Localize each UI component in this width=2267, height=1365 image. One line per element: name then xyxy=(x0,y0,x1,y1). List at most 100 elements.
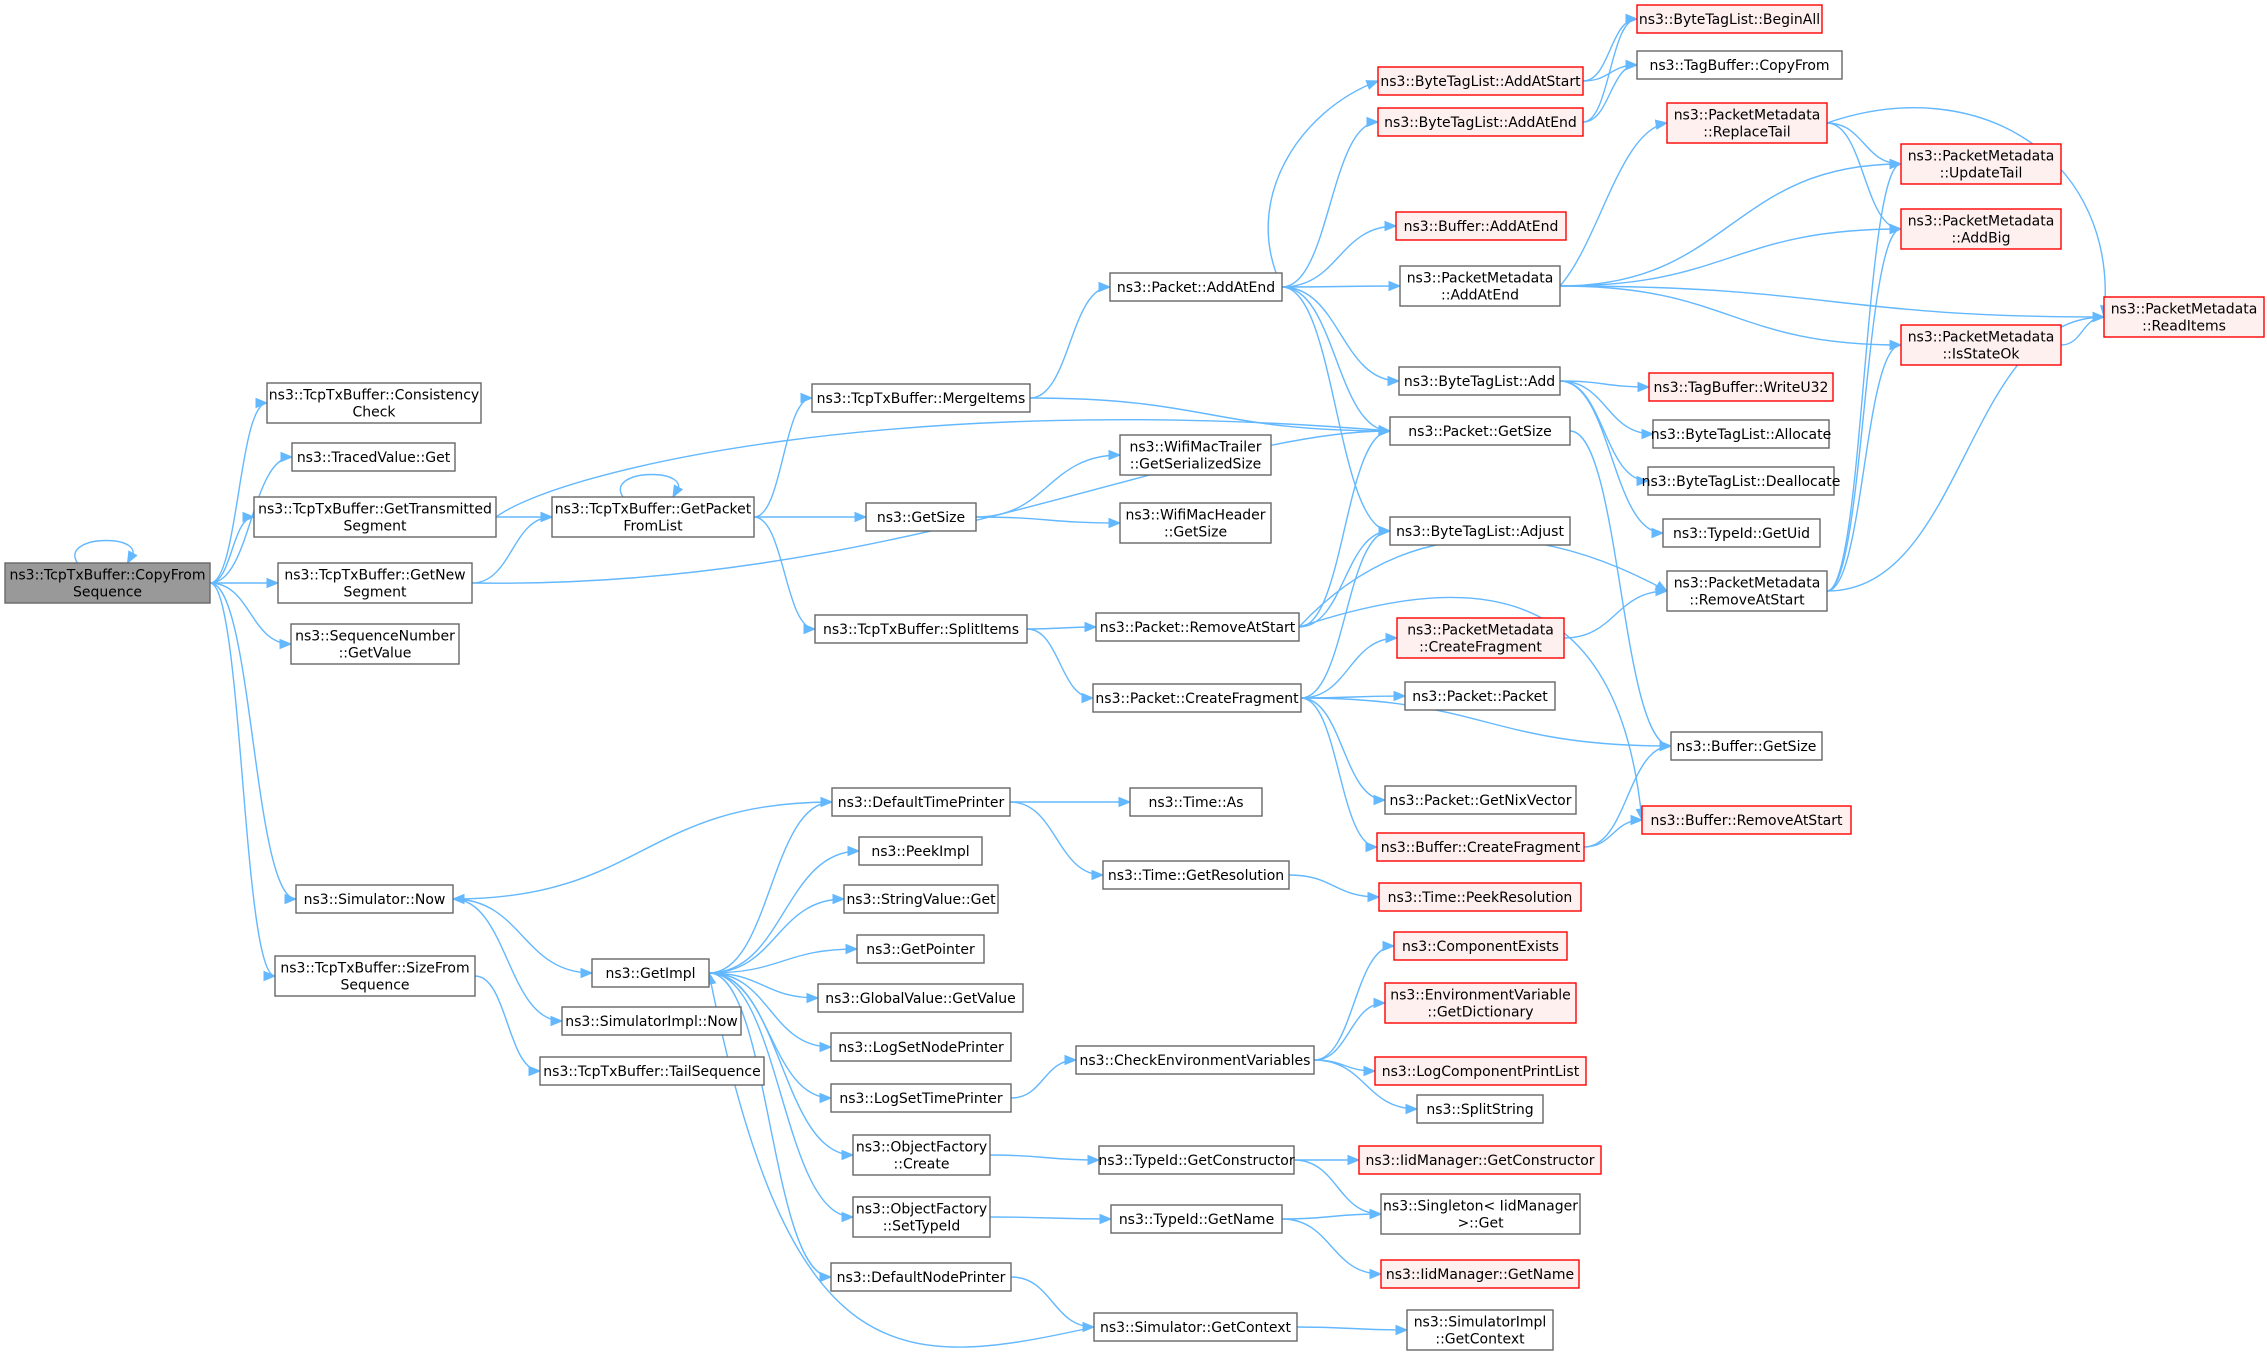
node-seqget[interactable]: ns3::SequenceNumber::GetValue xyxy=(290,623,460,665)
node-pmisstateok[interactable]: ns3::PacketMetadata::IsStateOk xyxy=(1900,324,2062,366)
node-defaulttime[interactable]: ns3::DefaultTimePrinter xyxy=(831,787,1011,817)
node-box[interactable] xyxy=(865,502,977,532)
node-defaultnode[interactable]: ns3::DefaultNodePrinter xyxy=(830,1262,1012,1292)
node-box[interactable] xyxy=(274,955,476,997)
node-box[interactable] xyxy=(1377,107,1584,137)
node-box[interactable] xyxy=(1380,1193,1581,1235)
node-box[interactable] xyxy=(1396,617,1565,659)
node-box[interactable] xyxy=(1389,416,1571,446)
node-box[interactable] xyxy=(266,382,482,424)
node-box[interactable] xyxy=(1384,785,1577,815)
node-box[interactable] xyxy=(1119,434,1272,476)
node-pmreaditems[interactable]: ns3::PacketMetadata::ReadItems xyxy=(2103,296,2265,338)
node-box[interactable] xyxy=(1636,50,1843,80)
node-tagwriteu32[interactable]: ns3::TagBuffer::WriteU32 xyxy=(1648,372,1834,402)
node-box[interactable] xyxy=(253,496,497,538)
node-box[interactable] xyxy=(290,623,460,665)
node-btadjust[interactable]: ns3::ByteTagList::Adjust xyxy=(1389,516,1571,546)
node-btadd[interactable]: ns3::ByteTagList::Add xyxy=(1398,366,1561,396)
node-box[interactable] xyxy=(1377,66,1584,96)
node-tagcopyfrom[interactable]: ns3::TagBuffer::CopyFrom xyxy=(1636,50,1843,80)
node-box[interactable] xyxy=(291,442,456,472)
node-box[interactable] xyxy=(1416,1094,1544,1124)
node-typegetuid[interactable]: ns3::TypeId::GetUid xyxy=(1662,518,1821,548)
node-simgetctx[interactable]: ns3::Simulator::GetContext xyxy=(1093,1312,1298,1342)
node-ofsettype[interactable]: ns3::ObjectFactory::SetTypeId xyxy=(852,1196,991,1238)
node-box[interactable] xyxy=(1900,143,2062,185)
node-checkenv[interactable]: ns3::CheckEnvironmentVariables xyxy=(1075,1045,1315,1075)
node-box[interactable] xyxy=(1641,805,1852,835)
node-box[interactable] xyxy=(1666,102,1828,144)
node-box[interactable] xyxy=(1098,1145,1295,1175)
node-box[interactable] xyxy=(1102,860,1290,890)
node-box[interactable] xyxy=(1374,1056,1587,1086)
node-box[interactable] xyxy=(843,884,999,914)
node-box[interactable] xyxy=(4,562,211,604)
node-globalget[interactable]: ns3::GlobalValue::GetValue xyxy=(817,983,1024,1013)
node-logsettime[interactable]: ns3::LogSetTimePrinter xyxy=(830,1083,1012,1113)
node-splitstring[interactable]: ns3::SplitString xyxy=(1416,1094,1544,1124)
node-box[interactable] xyxy=(1119,502,1272,544)
node-pmaddbig[interactable]: ns3::PacketMetadata::AddBig xyxy=(1900,208,2062,250)
node-simimplctx[interactable]: ns3::SimulatorImpl::GetContext xyxy=(1406,1309,1554,1351)
node-box[interactable] xyxy=(2103,296,2265,338)
node-box[interactable] xyxy=(817,983,1024,1013)
node-box[interactable] xyxy=(539,1056,765,1086)
node-typegetctor[interactable]: ns3::TypeId::GetConstructor xyxy=(1098,1145,1295,1175)
node-packetaddatend[interactable]: ns3::Packet::AddAtEnd xyxy=(1109,272,1283,302)
node-box[interactable] xyxy=(1393,931,1568,961)
node-packetgetsize[interactable]: ns3::Packet::GetSize xyxy=(1389,416,1571,446)
node-box[interactable] xyxy=(1075,1045,1315,1075)
node-createfragment[interactable]: ns3::Packet::CreateFragment xyxy=(1092,683,1302,713)
node-box[interactable] xyxy=(1395,211,1567,241)
node-iidgetname[interactable]: ns3::IidManager::GetName xyxy=(1380,1259,1580,1289)
node-ofcreate[interactable]: ns3::ObjectFactory::Create xyxy=(852,1134,991,1176)
node-envgetdict[interactable]: ns3::EnvironmentVariable::GetDictionary xyxy=(1384,982,1577,1024)
node-box[interactable] xyxy=(1378,882,1582,912)
node-packetpacket[interactable]: ns3::Packet::Packet xyxy=(1404,681,1556,711)
node-box[interactable] xyxy=(1129,787,1263,817)
node-compexists[interactable]: ns3::ComponentExists xyxy=(1393,931,1568,961)
node-btallocate[interactable]: ns3::ByteTagList::Allocate xyxy=(1651,419,1831,449)
node-iidgetctor[interactable]: ns3::IidManager::GetConstructor xyxy=(1358,1145,1602,1175)
node-timegetres[interactable]: ns3::Time::GetResolution xyxy=(1102,860,1290,890)
node-box[interactable] xyxy=(856,934,985,964)
node-btaddatend[interactable]: ns3::ByteTagList::AddAtEnd xyxy=(1377,107,1584,137)
node-box[interactable] xyxy=(1406,1309,1554,1351)
node-box[interactable] xyxy=(1648,372,1834,402)
node-stringget[interactable]: ns3::StringValue::Get xyxy=(843,884,999,914)
node-box[interactable] xyxy=(277,562,473,604)
node-box[interactable] xyxy=(1389,516,1571,546)
node-box[interactable] xyxy=(295,884,454,914)
node-pmupdatetail[interactable]: ns3::PacketMetadata::UpdateTail xyxy=(1900,143,2062,185)
node-box[interactable] xyxy=(858,836,983,866)
node-logsetnode[interactable]: ns3::LogSetNodePrinter xyxy=(830,1032,1012,1062)
node-timepeekres[interactable]: ns3::Time::PeekResolution xyxy=(1378,882,1582,912)
node-simimplnow[interactable]: ns3::SimulatorImpl::Now xyxy=(561,1006,742,1036)
node-getimpl[interactable]: ns3::GetImpl xyxy=(591,958,710,988)
node-box[interactable] xyxy=(1358,1145,1602,1175)
node-singleton[interactable]: ns3::Singleton< IidManager>::Get xyxy=(1380,1193,1581,1235)
node-box[interactable] xyxy=(1636,4,1823,34)
node-box[interactable] xyxy=(1399,265,1561,307)
node-bufremove[interactable]: ns3::Buffer::RemoveAtStart xyxy=(1641,805,1852,835)
node-box[interactable] xyxy=(591,958,710,988)
node-btdealloc[interactable]: ns3::ByteTagList::Deallocate xyxy=(1642,466,1841,496)
node-typegetname[interactable]: ns3::TypeId::GetName xyxy=(1110,1204,1283,1234)
node-box[interactable] xyxy=(1647,466,1835,496)
node-box[interactable] xyxy=(814,614,1028,644)
node-packetnix[interactable]: ns3::Packet::GetNixVector xyxy=(1384,785,1577,815)
node-box[interactable] xyxy=(1093,1312,1298,1342)
node-box[interactable] xyxy=(830,1032,1012,1062)
node-splititems[interactable]: ns3::TcpTxBuffer::SplitItems xyxy=(814,614,1028,644)
node-bufaddatend[interactable]: ns3::Buffer::AddAtEnd xyxy=(1395,211,1567,241)
node-box[interactable] xyxy=(811,383,1031,413)
node-box[interactable] xyxy=(852,1196,991,1238)
node-box[interactable] xyxy=(1900,208,2062,250)
node-simnow[interactable]: ns3::Simulator::Now xyxy=(295,884,454,914)
node-mergeitems[interactable]: ns3::TcpTxBuffer::MergeItems xyxy=(811,383,1031,413)
node-box[interactable] xyxy=(551,496,755,538)
